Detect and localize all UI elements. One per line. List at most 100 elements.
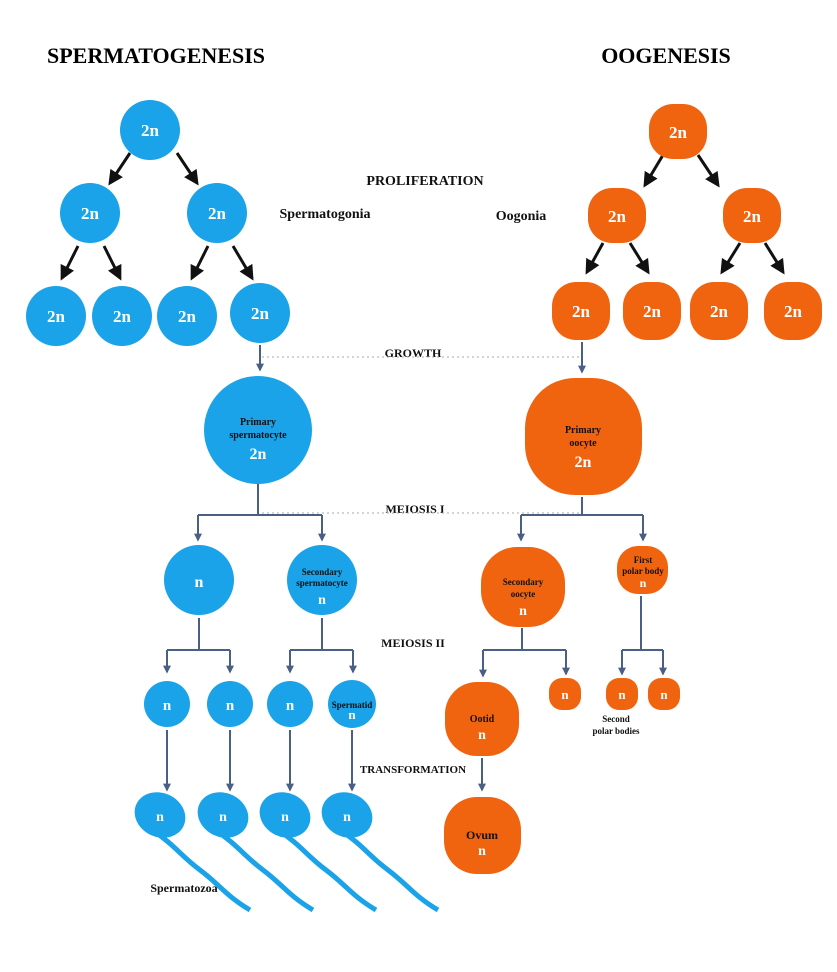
ploidy-label: 2n [251,304,270,323]
proliferation-arrow [585,242,605,275]
spermatozoon: n [134,792,252,913]
spermatogonium-cell: 2n [120,100,180,160]
ploidy-label: n [660,687,668,702]
spermatid-cell: Spermatid n [328,680,376,728]
ploidy-label: n [618,687,626,702]
ploidy-label: 2n [575,454,592,471]
cell-name: spermatocyte [296,578,347,588]
ootid-cell: Ootid n [445,682,519,756]
meiosis-i-label: MEIOSIS I [385,502,444,516]
oogonium-cell: 2n [690,282,748,340]
cell-name: Primary [240,417,276,428]
spermatogonium-cell: 2n [187,183,247,243]
ploidy-label: n [226,698,235,714]
ploidy-label: 2n [178,307,197,326]
ploidy-label: 2n [81,204,100,223]
oogenesis-heading: OOGENESIS [601,43,731,68]
second-polar-bodies-label-1: Second [602,714,630,724]
proliferation-arrow [102,245,122,281]
meiosis-i-bracket [198,484,322,516]
ploidy-label: n [640,576,647,590]
oogonium-cell: 2n [723,188,781,243]
spermatozoon: n [321,792,440,913]
ploidy-label: 2n [208,204,227,223]
ploidy-label: 2n [784,302,803,321]
spermatogonium-cell: 2n [60,183,120,243]
ploidy-label: n [281,810,289,825]
proliferation-arrow [643,154,665,188]
ploidy-label: n [561,687,569,702]
cell-name: polar body [622,566,664,576]
cell-name: Secondary [503,577,544,587]
oogonium-cell: 2n [764,282,822,340]
spermatogonium-cell: 2n [92,286,152,346]
spermatogonia-label: Spermatogonia [280,207,371,222]
meiosis-ii-label: MEIOSIS II [381,636,445,650]
cell-name: spermatocyte [229,430,287,441]
oogonia-label: Oogonia [496,209,547,224]
first-polar-body-cell: First polar body n [617,546,668,594]
proliferation-arrow [108,152,132,186]
ploidy-label: 2n [47,307,66,326]
proliferation-arrow [190,245,210,281]
oogonium-cell: 2n [649,104,707,159]
meiosis-i-bracket [521,497,643,516]
ploidy-label: n [478,844,486,859]
ploidy-label: n [343,810,351,825]
ploidy-label: n [156,810,164,825]
cell-name: Secondary [302,567,343,577]
ploidy-label: 2n [250,446,267,463]
ploidy-label: n [478,728,486,743]
oogonium-cell: 2n [552,282,610,340]
proliferation-arrow [175,152,199,186]
transformation-label: TRANSFORMATION [360,764,466,776]
spermatid-cell: n [144,681,190,727]
ploidy-label: n [163,698,172,714]
spermatid-cell: n [267,681,313,727]
spermatid-cell: n [207,681,253,727]
meiosis-ii-bracket [167,618,353,651]
proliferation-arrow [628,242,650,275]
primary-oocyte-cell: Primary oocyte 2n [525,378,642,495]
oogonium-cell: 2n [623,282,681,340]
ploidy-label: n [519,604,527,619]
ovum-cell: Ovum n [444,797,521,874]
spermatozoon: n [259,792,378,913]
ploidy-label: n [286,698,295,714]
proliferation-arrow [720,242,742,275]
growth-label: GROWTH [385,346,442,360]
ploidy-label: 2n [113,307,132,326]
spermatozoon: n [197,792,315,913]
ploidy-label: n [195,574,204,591]
secondary-oocyte-cell: Secondary oocyte n [481,547,565,627]
ploidy-label: 2n [643,302,662,321]
cell-name: Ovum [466,828,498,842]
second-polar-bodies-label-2: polar bodies [592,726,640,736]
proliferation-arrow [60,245,80,281]
spermatozoa-label: Spermatozoa [150,881,217,895]
ploidy-label: 2n [608,207,627,226]
cell-name: oocyte [569,438,597,449]
ploidy-label: 2n [710,302,729,321]
ploidy-label: n [348,707,356,722]
meiosis-ii-bracket [483,596,663,651]
spermatogonium-cell: 2n [26,286,86,346]
proliferation-arrow [231,245,254,281]
cell-name: Primary [565,425,601,436]
ploidy-label: 2n [572,302,591,321]
second-polar-body-cell: n [606,678,638,710]
proliferation-label: PROLIFERATION [366,174,483,189]
proliferation-arrow [763,242,785,275]
ploidy-label: 2n [743,207,762,226]
second-polar-body-cell: n [648,678,680,710]
spermatogenesis-heading: SPERMATOGENESIS [47,43,265,68]
ploidy-label: n [318,593,326,608]
primary-spermatocyte-cell: Primary spermatocyte 2n [204,376,312,484]
second-polar-body-cell: n [549,678,581,710]
cell-name: Ootid [470,714,495,725]
secondary-spermatocyte-cell: Secondary spermatocyte n [287,545,357,615]
ploidy-label: 2n [141,121,160,140]
ploidy-label: n [219,810,227,825]
proliferation-arrow [696,154,720,188]
